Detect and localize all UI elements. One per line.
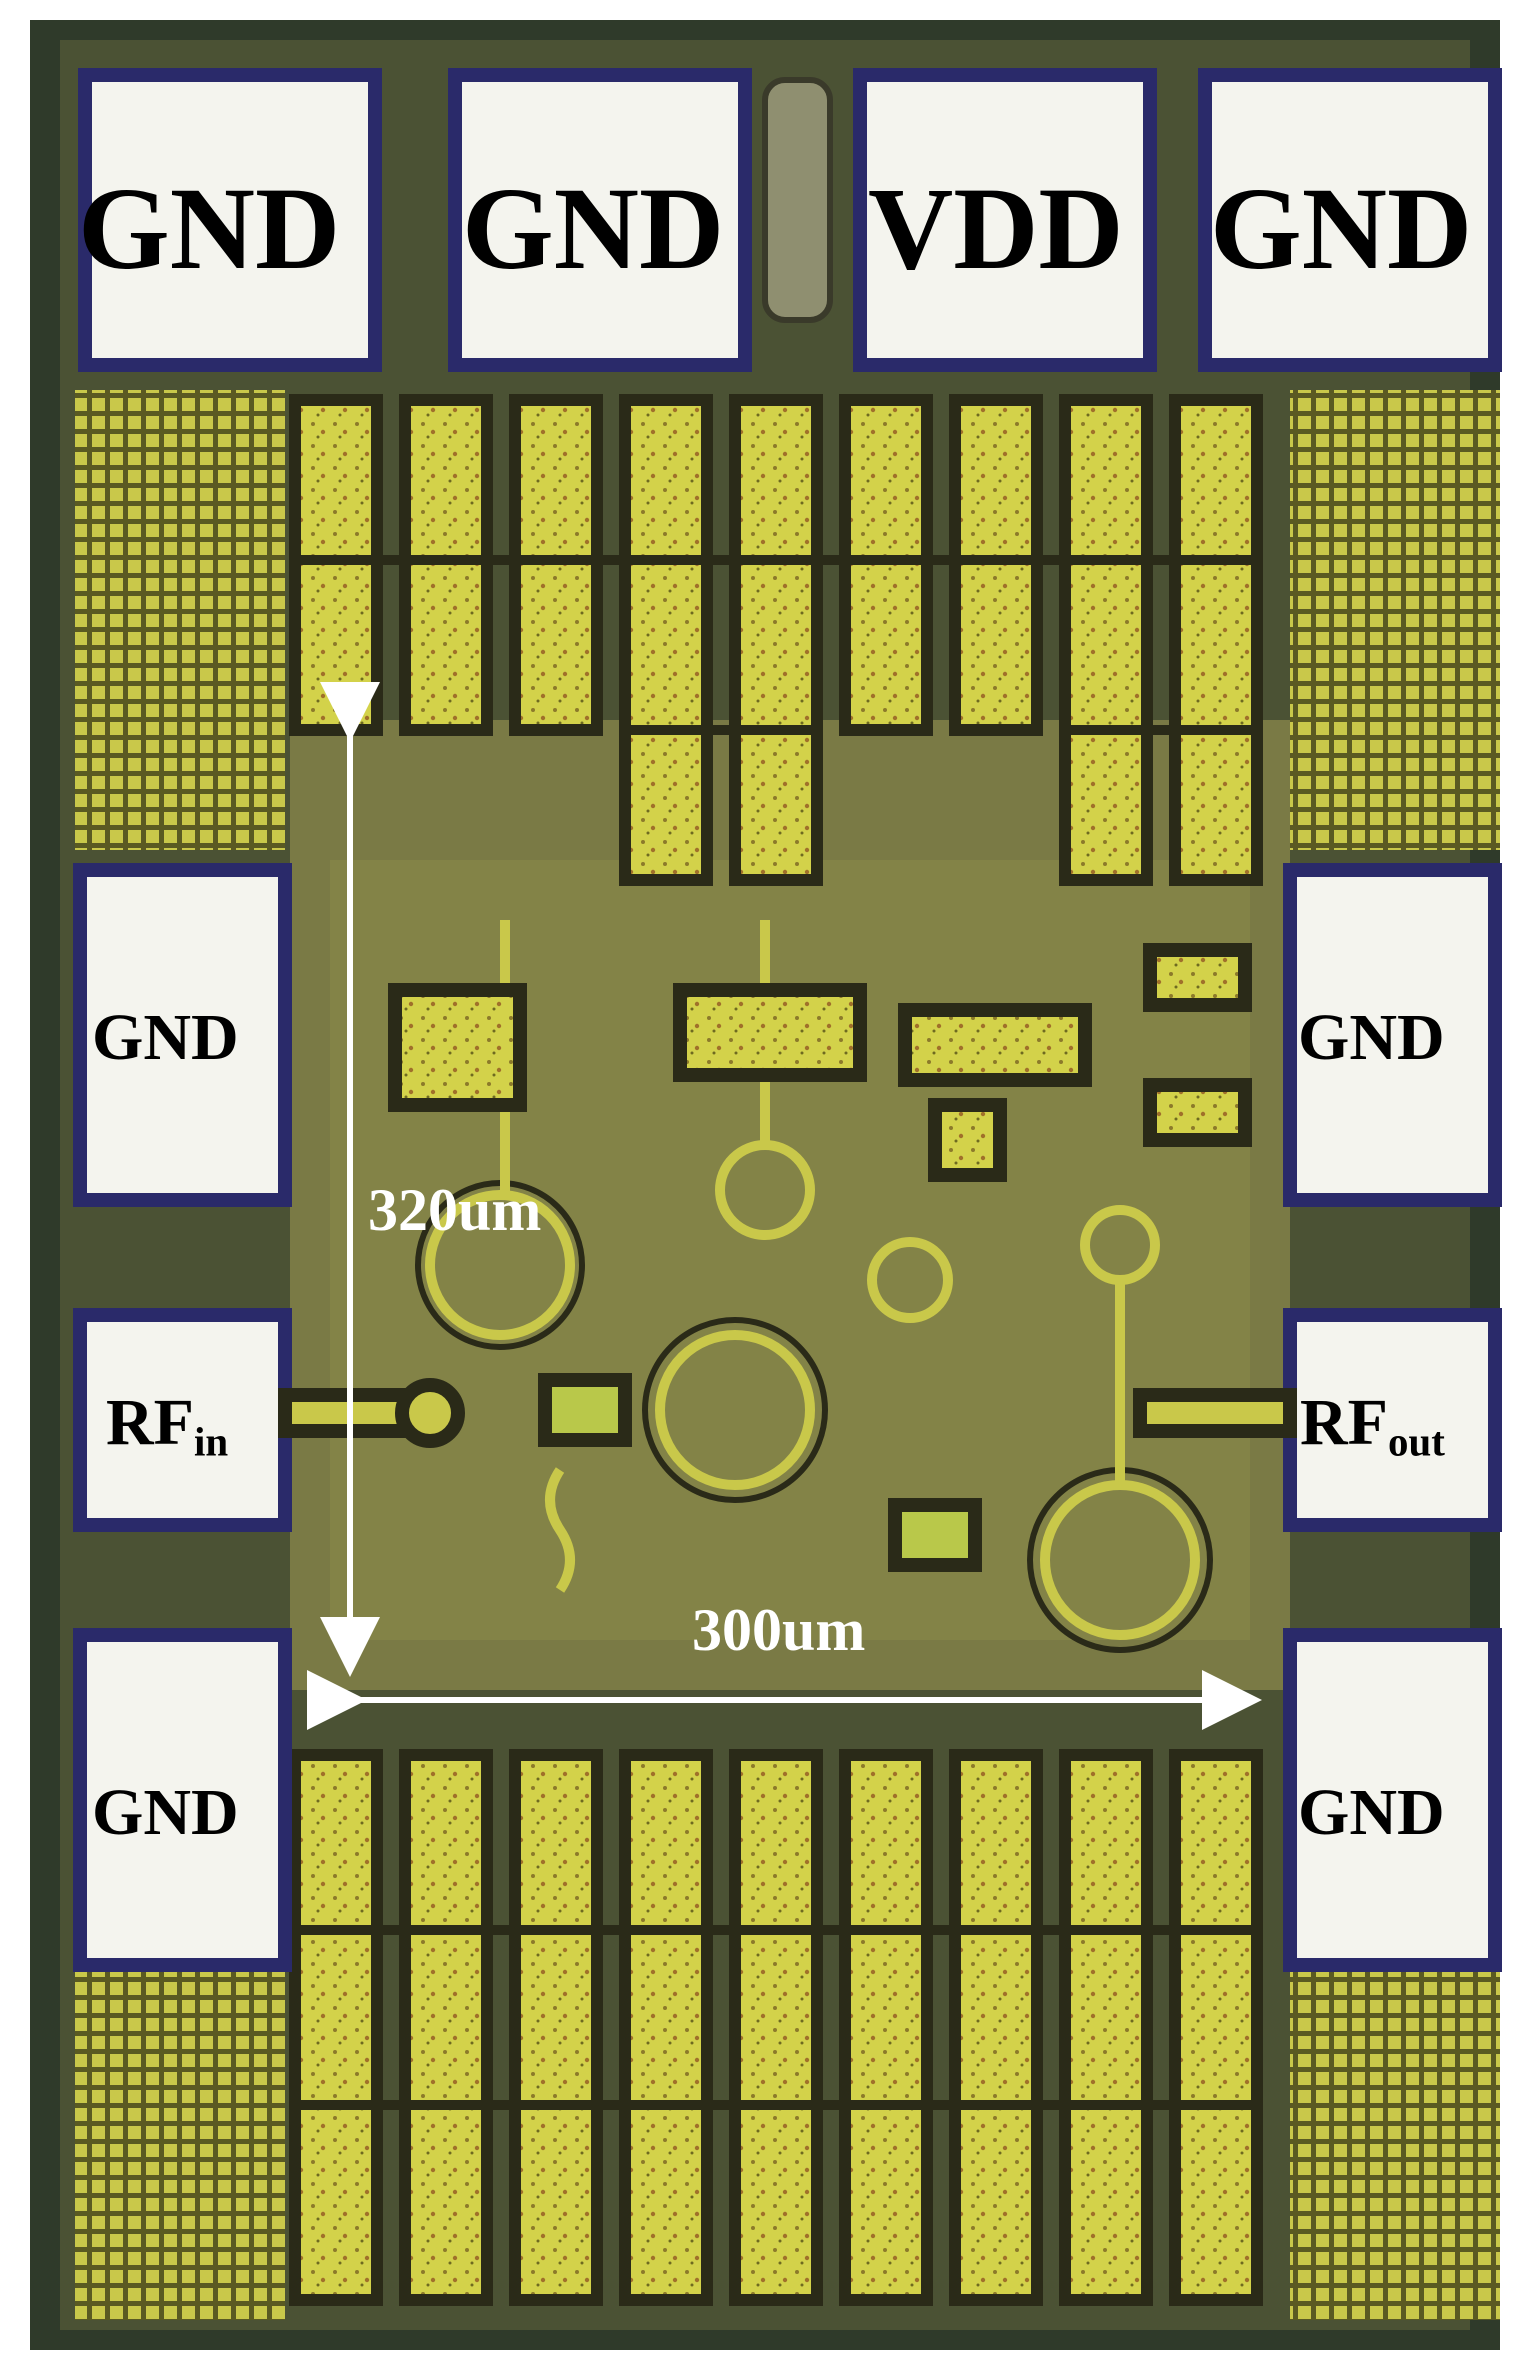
left-pad-column <box>73 863 292 1972</box>
inductor-mid-right <box>867 1237 953 1323</box>
pad-left-1 <box>73 863 292 1207</box>
top-capacitor-bank <box>289 394 1263 886</box>
pad-right-2 <box>1283 1308 1502 1532</box>
inductor-mid-large <box>655 1330 815 1490</box>
rf-out-sub: out <box>1387 1419 1445 1465</box>
dimension-label-vertical: 320um <box>368 1177 542 1243</box>
top-inductor <box>762 77 833 323</box>
cap-right-2 <box>1143 1078 1252 1147</box>
pad-left-2 <box>73 1308 292 1532</box>
pad-label-left-2: RFin <box>106 1390 228 1463</box>
bottom-cap-dividers <box>295 1925 1257 2110</box>
pad-label-right-3: GND <box>1298 1776 1445 1849</box>
rf-out-main: RF <box>1300 1386 1388 1459</box>
pad-label-top-2: GND <box>462 163 725 294</box>
rf-in-sub: in <box>193 1419 229 1465</box>
fill-bottom-left <box>75 1960 285 2320</box>
fill-top-right <box>1290 390 1500 850</box>
rf-in-main: RF <box>106 1386 194 1459</box>
pad-label-top-4: GND <box>1210 163 1473 294</box>
pad-label-right-1: GND <box>1298 1001 1445 1074</box>
pad-top-3 <box>853 68 1157 372</box>
pad-right-1 <box>1283 863 1502 1207</box>
dimension-label-horizontal: 300um <box>692 1597 866 1663</box>
cap-mid-right-2 <box>928 1098 1007 1182</box>
cap-mid <box>673 983 867 1082</box>
top-pad-row <box>78 68 1502 372</box>
pad-left-3 <box>73 1628 292 1972</box>
cap-left <box>388 983 527 1112</box>
pad-top-1 <box>78 68 382 372</box>
pad-right-3 <box>1283 1628 1502 1972</box>
right-pad-column <box>1283 863 1502 1972</box>
transistor-2 <box>888 1498 982 1572</box>
cap-mid-right <box>898 1003 1092 1087</box>
top-cap-dividers <box>295 555 1257 735</box>
fill-top-left <box>75 390 285 850</box>
pad-label-left-1: GND <box>92 1001 239 1074</box>
pad-top-2 <box>448 68 752 372</box>
bias-squiggle <box>545 1467 575 1593</box>
fill-bottom-right <box>1290 1960 1500 2320</box>
pad-label-top-3: VDD <box>868 163 1124 294</box>
cap-right-1 <box>1143 943 1252 1012</box>
core-shade <box>330 860 1250 1640</box>
pad-label-top-1: GND <box>78 163 341 294</box>
pad-label-left-3: GND <box>92 1776 239 1849</box>
rf-out-line <box>1133 1388 1297 1438</box>
bottom-capacitor-bank <box>289 1749 1263 2306</box>
transistor-1 <box>538 1373 632 1447</box>
dimension-arrows <box>307 682 1262 1730</box>
pad-top-4 <box>1198 68 1502 372</box>
pad-label-right-2: RFout <box>1300 1390 1445 1463</box>
